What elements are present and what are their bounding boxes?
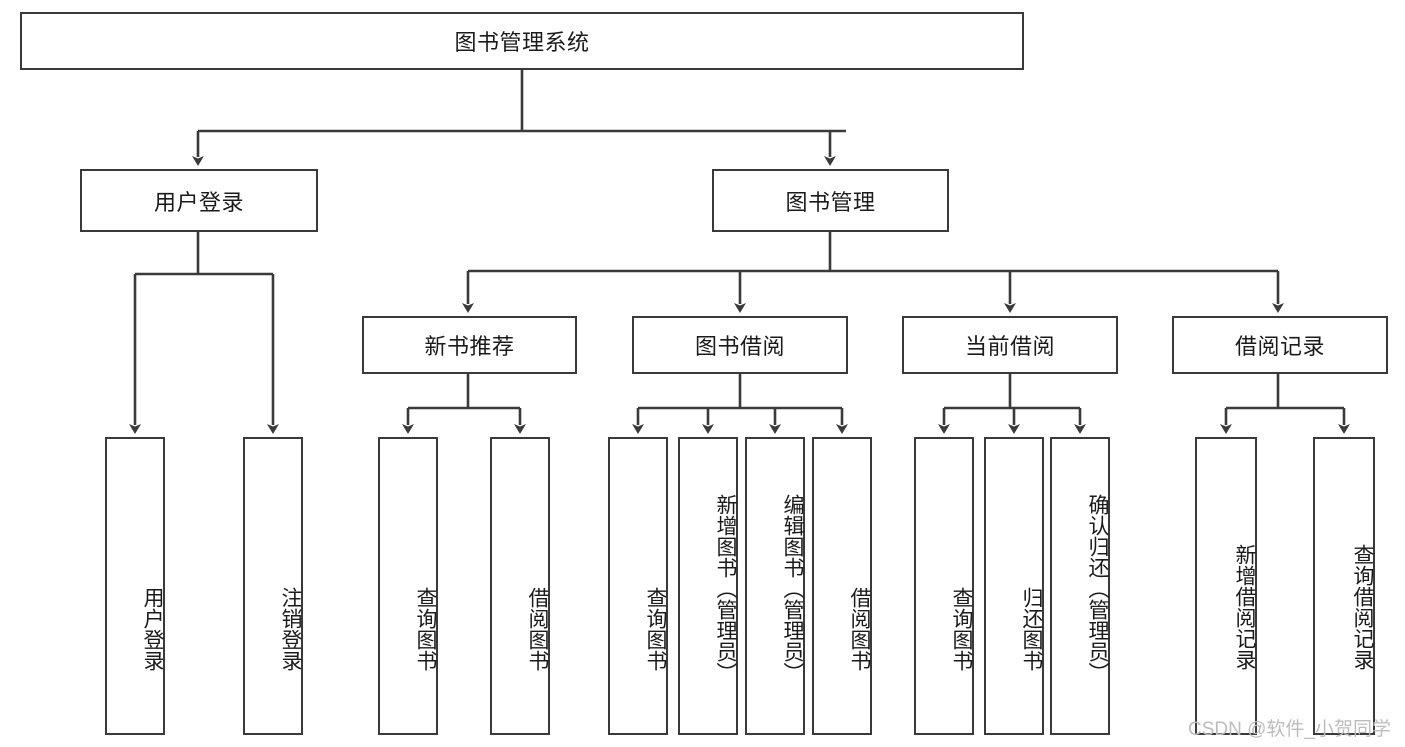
node-leaf-add-record[interactable]: 新增借阅记录 [1195,437,1257,735]
node-leaf-edit-book[interactable]: 编辑图书（管理员） [745,437,805,735]
node-leaf-query-book-3-label: 查询图书 [950,586,973,671]
node-leaf-query-book-1-label: 查询图书 [414,586,437,671]
node-leaf-user-login-label: 用户登录 [141,586,164,671]
node-borrow-record-label: 借阅记录 [1234,334,1325,359]
node-new-book-recommend[interactable]: 新书推荐 [362,316,577,374]
node-leaf-query-record-label: 查询借阅记录 [1351,544,1374,670]
node-book-manage[interactable]: 图书管理 [712,169,949,232]
node-leaf-add-book[interactable]: 新增图书（管理员） [678,437,738,735]
node-leaf-add-record-label: 新增借阅记录 [1233,544,1256,670]
node-leaf-borrow-book-1-label: 借阅图书 [526,586,549,671]
node-leaf-add-book-label: 新增图书（管理员） [714,493,737,683]
node-user-login[interactable]: 用户登录 [80,169,318,232]
node-leaf-borrow-book-2[interactable]: 借阅图书 [812,437,872,735]
node-leaf-query-book-3[interactable]: 查询图书 [914,437,974,735]
node-leaf-query-book-2-label: 查询图书 [644,586,667,671]
node-current-borrow[interactable]: 当前借阅 [902,316,1118,374]
node-leaf-return-book[interactable]: 归还图书 [984,437,1044,735]
node-root-label: 图书管理系统 [454,30,590,55]
node-leaf-query-record[interactable]: 查询借阅记录 [1313,437,1375,735]
node-root[interactable]: 图书管理系统 [20,12,1024,70]
node-leaf-return-book-label: 归还图书 [1020,586,1043,671]
node-book-manage-label: 图书管理 [785,189,876,215]
node-leaf-confirm-return[interactable]: 确认归还（管理员） [1050,437,1110,735]
node-leaf-edit-book-label: 编辑图书（管理员） [781,493,804,683]
node-leaf-logout-login[interactable]: 注销登录 [243,437,303,735]
node-leaf-borrow-book-1[interactable]: 借阅图书 [490,437,550,735]
node-leaf-borrow-book-2-label: 借阅图书 [848,586,871,671]
node-new-book-recommend-label: 新书推荐 [424,334,515,359]
node-leaf-user-login[interactable]: 用户登录 [105,437,165,735]
node-leaf-query-book-2[interactable]: 查询图书 [608,437,668,735]
node-book-borrow-label: 图书借阅 [694,334,785,359]
node-leaf-confirm-return-label: 确认归还（管理员） [1086,493,1109,683]
node-leaf-logout-login-label: 注销登录 [279,586,302,671]
watermark: CSDN @软件_小贺同学 [1188,719,1391,740]
node-user-login-label: 用户登录 [153,189,244,215]
node-current-borrow-label: 当前借阅 [964,334,1055,359]
node-leaf-query-book-1[interactable]: 查询图书 [378,437,438,735]
node-borrow-record[interactable]: 借阅记录 [1172,316,1388,374]
node-book-borrow[interactable]: 图书借阅 [632,316,848,374]
